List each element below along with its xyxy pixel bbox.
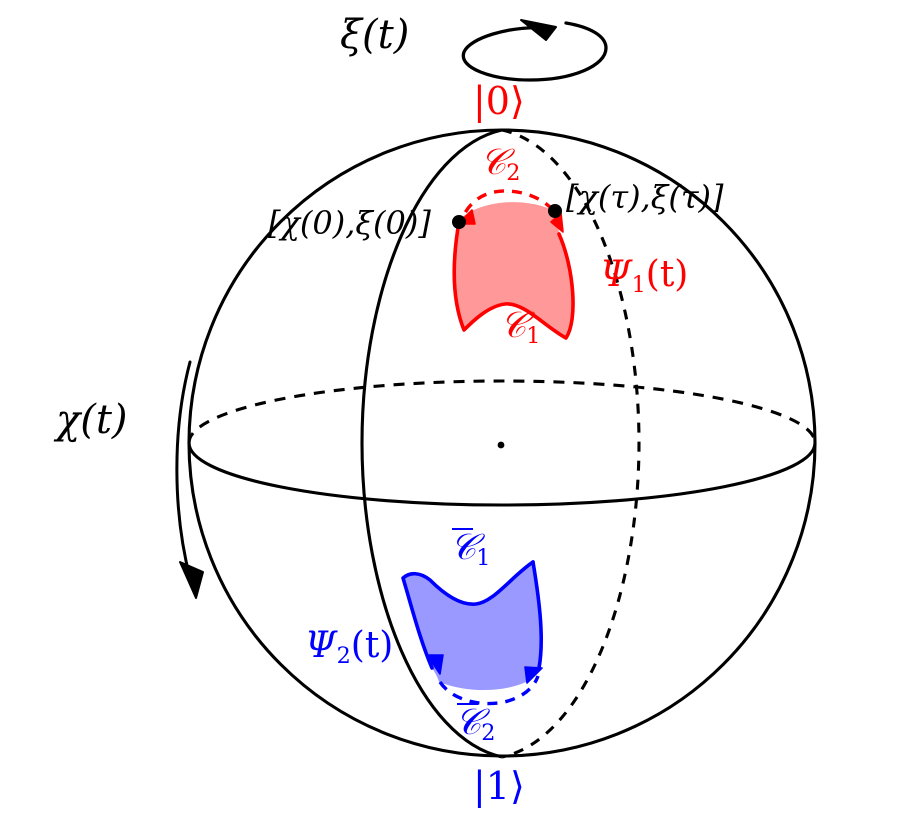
chi-of-t-label: χ(t) bbox=[56, 397, 128, 443]
blue-region-fill bbox=[403, 562, 542, 691]
equator-back-dashed bbox=[187, 379, 817, 444]
curve-c1bar-solid bbox=[401, 560, 535, 670]
psi-2-label: Ψ2(t) bbox=[305, 625, 394, 670]
red-region-fill bbox=[454, 202, 574, 338]
curve-c1-solid bbox=[452, 220, 575, 340]
psi-1-label: Ψ1(t) bbox=[600, 254, 689, 299]
upper-red-region bbox=[452, 189, 575, 340]
point-chitau-xitau-dot bbox=[548, 204, 562, 218]
point-chi0-xi0-dot bbox=[452, 215, 466, 229]
curve-c1-label: 𝒞1 bbox=[500, 305, 541, 350]
point-start-label: [χ(0),ξ(0)] bbox=[268, 204, 431, 242]
curve-c2bar-label: 𝒞2 bbox=[455, 702, 496, 747]
point-end-label: [χ(τ),ξ(τ)] bbox=[566, 178, 724, 216]
curve-c1bar-right-edge bbox=[531, 560, 544, 670]
ket-zero-label: |0⟩ bbox=[473, 79, 525, 123]
curve-c1bar-label: 𝒞1 bbox=[450, 527, 491, 572]
curve-c2bar-arrowhead bbox=[524, 666, 543, 684]
curve-c2-label: 𝒞2 bbox=[480, 142, 521, 187]
xi-rotation-arrow-icon bbox=[461, 19, 608, 82]
meridian-dashed bbox=[501, 128, 641, 759]
curve-c2bar-dashed bbox=[438, 675, 540, 706]
sphere-center-dot bbox=[497, 441, 505, 449]
curve-c1bar-arrowhead bbox=[426, 654, 444, 675]
chi-rotation-arrow-icon bbox=[175, 360, 204, 599]
equator-front-solid bbox=[187, 442, 817, 507]
xi-of-t-label: ξ(t) bbox=[340, 12, 410, 58]
meridian-solid bbox=[360, 128, 503, 759]
lower-blue-region bbox=[401, 560, 544, 706]
ket-one-label: |1⟩ bbox=[473, 764, 525, 808]
curve-c2-dashed bbox=[460, 189, 555, 220]
